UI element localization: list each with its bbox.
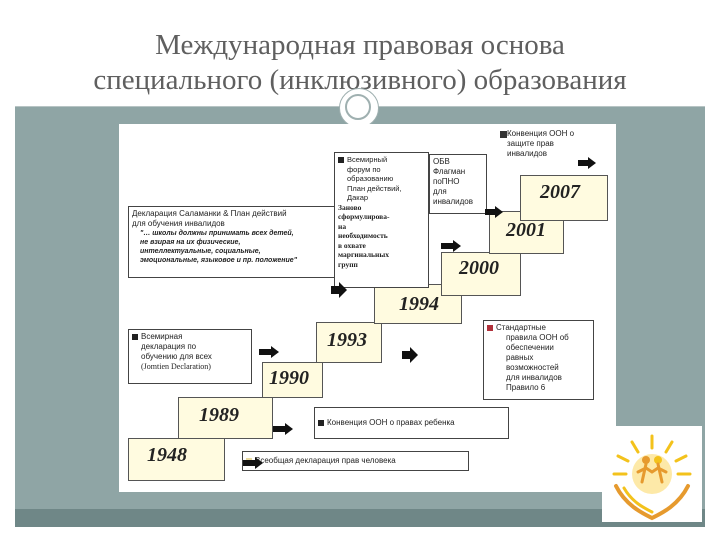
sun-hands-logo-icon — [602, 426, 702, 522]
circle-ornament-icon — [339, 88, 379, 128]
standard-line7: Правило 6 — [506, 383, 546, 392]
step-1990 — [262, 362, 323, 398]
standard-line3: обеспечении — [506, 343, 554, 352]
dakar-note5: в охвате — [338, 240, 366, 250]
dakar-note4: необходимость — [338, 231, 388, 240]
arrow-right-icon — [273, 423, 293, 435]
standard-line5: возможностей — [506, 363, 559, 372]
bullet-icon — [487, 324, 493, 331]
arrow-right-icon — [331, 282, 347, 298]
flagship-line3: поПНО — [433, 177, 460, 186]
dakar-note2: сформулирова- — [338, 212, 390, 221]
salamanca-box: Декларация Саламанки & План действий для… — [128, 206, 341, 278]
arrow-right-icon — [402, 347, 418, 363]
arrow-right-icon — [259, 346, 279, 358]
year-2007: 2007 — [540, 181, 580, 203]
year-2001: 2001 — [506, 219, 546, 241]
bottom-stripe — [15, 509, 705, 527]
flagship-line5: инвалидов — [433, 197, 473, 206]
year-1990: 1990 — [269, 367, 309, 389]
dakar-line2: форум по — [347, 164, 381, 174]
dakar-line1: Всемирный — [347, 155, 388, 164]
dakar-note7: групп — [338, 259, 358, 269]
bullet-icon — [132, 333, 138, 340]
flagship-line4: для — [433, 187, 447, 196]
udhr-label: Всеобщая декларация прав человека — [255, 456, 396, 465]
year-1993: 1993 — [327, 329, 367, 351]
arrow-right-icon — [500, 131, 507, 138]
salamanca-line2: для обучения инвалидов — [132, 219, 225, 228]
arrow-right-icon — [243, 457, 263, 469]
convention-line1: Конвенция ООН о — [507, 129, 575, 138]
flagship-box: ОБВ Флагман поПНО для инвалидов — [429, 154, 487, 214]
year-1989: 1989 — [199, 404, 239, 426]
arrow-right-icon — [485, 206, 503, 218]
jomtien-line3: обучению для всех — [141, 352, 212, 361]
standard-line6: для инвалидов — [506, 373, 562, 382]
dakar-note1: Заново — [338, 202, 362, 212]
step-2007 — [520, 175, 608, 221]
circle-ornament-inner — [345, 94, 371, 120]
arrow-right-icon — [441, 240, 461, 252]
salamanca-quote1: "… школы должны принимать всех детей, — [140, 230, 294, 237]
step-2000 — [441, 252, 521, 296]
jomtien-line2: декларация по — [141, 342, 197, 351]
convention-line3: инвалидов — [507, 149, 547, 158]
bullet-icon — [318, 419, 324, 426]
year-2000: 2000 — [459, 257, 499, 279]
jomtien-line1: Всемирная — [141, 332, 183, 341]
bullet-icon — [338, 157, 344, 164]
dakar-box: Всемирный форум по образованию План дейс… — [334, 152, 429, 288]
standard-line1: Стандартные — [496, 323, 546, 332]
flagship-line1: ОБВ — [433, 157, 450, 166]
crc-label: Конвенция ООН о правах ребенка — [327, 418, 455, 427]
salamanca-quote4: эмоциональные, языковое и пр. положение" — [140, 257, 298, 264]
dakar-line5: Дакар — [347, 193, 369, 202]
slide-title-line1: Международная правовая основа — [155, 29, 565, 61]
step-1948 — [128, 438, 225, 481]
logo-graphic — [612, 434, 692, 521]
standard-rules-box: Стандартные правила ООН об обеспечении р… — [483, 320, 594, 400]
step-1993 — [316, 322, 382, 363]
dakar-note3: на — [338, 221, 347, 231]
udhr-box: Всеобщая декларация прав человека — [242, 451, 469, 471]
standard-line4: равных — [506, 353, 534, 362]
salamanca-quote3: интеллектуальные, социальные, — [140, 248, 261, 255]
dakar-line4: План действий, — [347, 183, 402, 193]
year-1994: 1994 — [399, 293, 439, 315]
dakar-line3: образованию — [347, 174, 394, 183]
jomtien-box: Всемирная декларация по обучению для все… — [128, 329, 252, 384]
flagship-line2: Флагман — [433, 167, 466, 176]
arrow-right-icon — [578, 157, 596, 169]
jomtien-line4: (Jomtien Declaration) — [141, 362, 211, 371]
crc-box: Конвенция ООН о правах ребенка — [314, 407, 509, 439]
year-1948: 1948 — [147, 444, 187, 466]
step-1989 — [178, 397, 273, 439]
salamanca-quote2: не взирая на их физические, — [140, 239, 241, 246]
timeline-diagram: 1948 1989 1990 1993 1994 2000 2001 2007 … — [119, 124, 616, 492]
dakar-note6: маргинальных — [338, 250, 389, 259]
salamanca-line1: Декларация Саламанки & План действий — [132, 209, 287, 218]
convention-line2: защите прав — [507, 139, 554, 148]
standard-line2: правила ООН об — [506, 333, 569, 342]
